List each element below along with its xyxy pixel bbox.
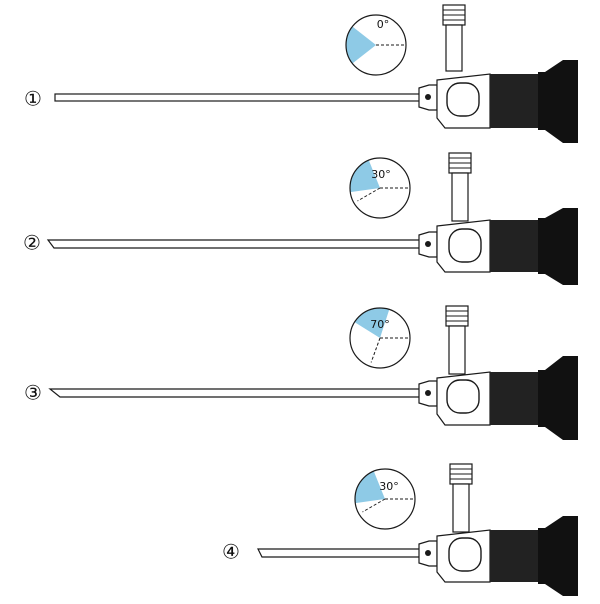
eyepiece bbox=[545, 208, 578, 285]
scope-4: ④ 30° bbox=[222, 463, 578, 596]
scope-shaft bbox=[46, 239, 424, 249]
grip bbox=[490, 372, 538, 425]
grip-ring bbox=[538, 218, 545, 274]
view-angle-indicator: 0° bbox=[345, 14, 407, 76]
fov-wedge bbox=[346, 26, 376, 64]
fov-wedge bbox=[354, 308, 390, 338]
scope-shaft bbox=[257, 548, 424, 558]
indicator-circle bbox=[354, 468, 416, 530]
scope-2: ② 30° bbox=[23, 152, 578, 285]
grip-ring bbox=[538, 72, 545, 130]
light-post-stem bbox=[448, 325, 466, 375]
grip bbox=[490, 530, 538, 582]
valve-dot bbox=[425, 94, 431, 100]
scope-number-label: ③ bbox=[24, 381, 42, 405]
scope-body bbox=[418, 463, 578, 596]
view-direction-dashed-line bbox=[362, 498, 386, 513]
scope-shaft bbox=[48, 388, 424, 398]
grip-ring bbox=[538, 370, 545, 427]
scope-body bbox=[418, 4, 578, 143]
scope-shaft bbox=[54, 93, 424, 102]
scope-body bbox=[418, 305, 578, 440]
scope-number-label: ② bbox=[23, 231, 41, 255]
housing-window bbox=[446, 379, 480, 414]
light-post-stem bbox=[451, 172, 469, 222]
view-angle-indicator: 30° bbox=[349, 157, 411, 219]
light-post-stem bbox=[445, 24, 463, 72]
scope-number-label: ① bbox=[24, 87, 42, 111]
eyepiece bbox=[545, 516, 578, 596]
grip bbox=[490, 74, 538, 128]
angle-label: 0° bbox=[377, 18, 390, 31]
view-angle-indicator: 70° bbox=[349, 307, 411, 369]
housing-window bbox=[448, 537, 482, 572]
housing-window bbox=[446, 82, 480, 117]
indicator-circle bbox=[349, 307, 411, 369]
valve-dot bbox=[425, 390, 431, 396]
light-post-stem bbox=[452, 483, 470, 533]
angle-label: 30° bbox=[371, 168, 391, 181]
angle-label: 70° bbox=[370, 318, 390, 331]
scope-3: ③ 70° bbox=[24, 305, 578, 440]
angle-label: 30° bbox=[379, 480, 399, 493]
housing-window bbox=[448, 228, 482, 263]
view-angle-indicator: 30° bbox=[354, 468, 416, 530]
view-direction-dashed-line bbox=[357, 187, 381, 202]
eyepiece bbox=[545, 356, 578, 440]
grip-ring bbox=[538, 528, 545, 584]
scope-body bbox=[418, 152, 578, 285]
view-direction-dashed-line bbox=[370, 337, 381, 363]
valve-dot bbox=[425, 550, 431, 556]
eyepiece bbox=[545, 60, 578, 143]
indicator-circle bbox=[349, 157, 411, 219]
valve-dot bbox=[425, 241, 431, 247]
grip bbox=[490, 220, 538, 272]
indicator-circle bbox=[345, 14, 407, 76]
scope-1: ① 0° bbox=[24, 4, 578, 143]
scope-number-label: ④ bbox=[222, 540, 240, 564]
